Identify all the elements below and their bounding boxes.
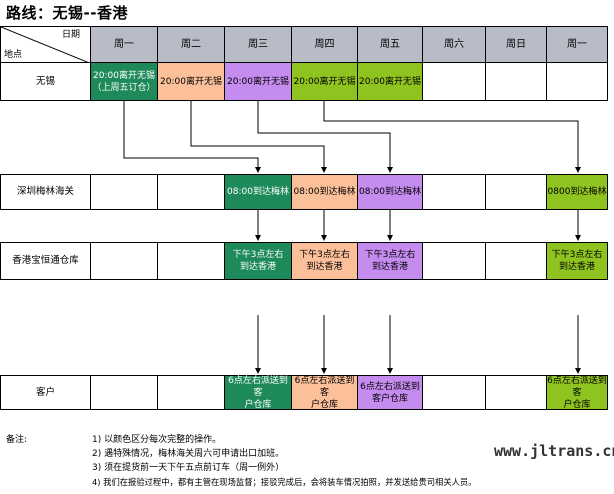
wuxi-mon2-cell	[546, 62, 608, 101]
watermark: www.jltrans.cn	[494, 442, 614, 460]
arrow-wuxi-tue-to-meilin-thu	[190, 101, 327, 173]
meilin-thu-cell: 08:00到达梅林	[291, 174, 358, 210]
location-wuxi: 无锡	[0, 62, 91, 101]
hk-tue-cell	[157, 242, 225, 280]
client-mon2-cell: 6点左右派送到客 户仓库	[546, 375, 608, 410]
hk-fri-cell: 下午3点左右 到达香港	[357, 242, 423, 280]
meilin-sun-cell	[485, 174, 547, 210]
client-mon1-cell	[90, 375, 158, 410]
header-day-sun: 周日	[485, 26, 547, 63]
meilin-sat-cell	[422, 174, 486, 210]
corner-diagonal	[1, 27, 92, 64]
note-line-4: 4) 我们在报验过程中，都有主管在现场监督；接驳完成后，会将装车情况拍照，并发送…	[92, 477, 477, 487]
note-line-3: 3) 须在提货前一天下午五点前订车（周一例外）	[92, 463, 285, 473]
client-wed-cell: 6点左右派送到客 户仓库	[224, 375, 292, 410]
arrow-wuxi-mon-to-meilin-wed	[123, 101, 261, 173]
header-day-sat: 周六	[422, 26, 486, 63]
page-title: 路线：无锡--香港	[6, 4, 128, 22]
header-day-tue: 周二	[157, 26, 225, 63]
meilin-mon2-cell: 0800到达梅林	[546, 174, 608, 210]
notes-label: 备注:	[6, 435, 28, 445]
hk-thu-cell: 下午3点左右 到达香港	[291, 242, 358, 280]
client-tue-cell	[157, 375, 225, 410]
location-meilin: 深圳梅林海关	[0, 174, 91, 210]
header-day-thu: 周四	[291, 26, 358, 63]
meilin-tue-cell	[157, 174, 225, 210]
note-line-1: 1) 以颜色区分每次完整的操作。	[92, 435, 222, 445]
meilin-fri-cell: 08:00到达梅林	[357, 174, 423, 210]
wuxi-sun-cell	[485, 62, 547, 101]
wuxi-fri-cell: 20:00离开无锡	[357, 62, 423, 101]
hk-mon2-cell: 下午3点左右 到达香港	[546, 242, 608, 280]
client-sun-cell	[485, 375, 547, 410]
meilin-mon1-cell	[90, 174, 158, 210]
hk-mon1-cell	[90, 242, 158, 280]
location-client: 客户	[0, 375, 91, 410]
header-day-mon2: 周一	[546, 26, 608, 63]
client-sat-cell	[422, 375, 486, 410]
location-hk-warehouse: 香港宝恒通仓库	[0, 242, 91, 280]
client-thu-cell: 6点左右派送到客 户仓库	[291, 375, 358, 410]
header-day-wed: 周三	[224, 26, 292, 63]
wuxi-tue-cell: 20:00离开无锡	[157, 62, 225, 101]
client-fri-cell: 6点左右派送到 客户仓库	[357, 375, 423, 410]
corner-date-label: 日期	[61, 30, 80, 40]
arrow-wuxi-wed-to-meilin-fri	[257, 101, 393, 173]
note-line-2: 2) 遇特殊情况，梅林海关周六可申请出口加班。	[92, 449, 285, 459]
hk-sat-cell	[422, 242, 486, 280]
wuxi-mon1-cell: 20:00离开无锡 （上周五订仓）	[90, 62, 158, 101]
wuxi-wed-cell: 20:00离开无锡	[224, 62, 292, 101]
corner-location-label: 地点	[4, 50, 23, 60]
hk-wed-cell: 下午3点左右 到达香港	[224, 242, 292, 280]
wuxi-thu-cell: 20:00离开无锡	[291, 62, 358, 101]
arrow-wuxi-thu-to-meilin-mon	[323, 101, 581, 173]
